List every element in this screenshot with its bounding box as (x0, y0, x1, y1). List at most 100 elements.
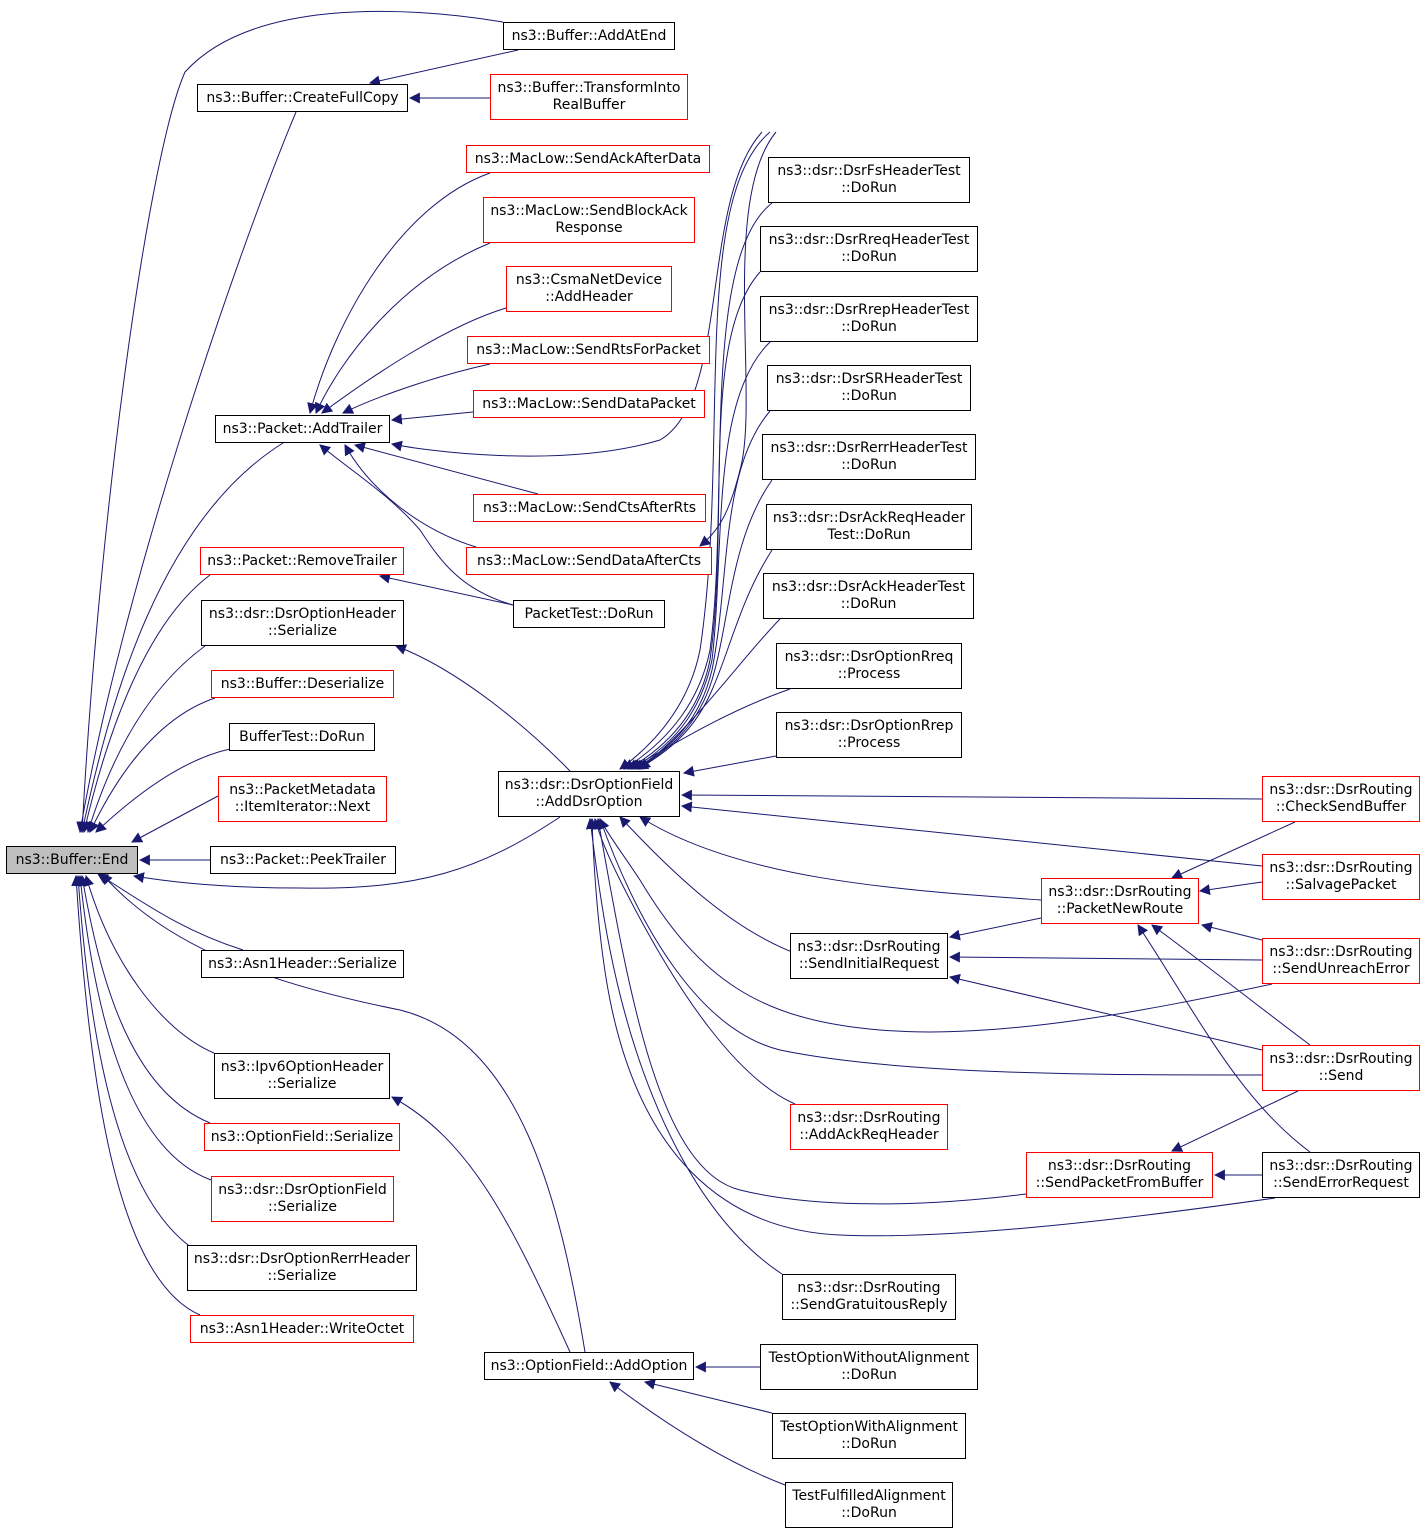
node-buffer-createfullcopy[interactable]: ns3::Buffer::CreateFullCopy (197, 84, 408, 112)
edge-dsrsrheadertest-to-dsroptionfield-adddsroption (633, 410, 771, 770)
node-testfulfilledalignment[interactable]: TestFulfilledAlignment::DoRun (785, 1482, 953, 1528)
node-label-line: ns3::dsr::DsrOptionHeader (208, 606, 397, 622)
edge-dsrrouting-checksendbuffer-to-dsrrouting-packetnewroute (1170, 821, 1296, 879)
node-maclow-sendrts[interactable]: ns3::MacLow::SendRtsForPacket (467, 336, 710, 364)
node-label-line: ns3::dsr::DsrRouting (797, 1110, 941, 1126)
node-optionfield-serialize[interactable]: ns3::OptionField::Serialize (204, 1123, 400, 1151)
edge-dsrrouting-send-to-dsrrouting-sendpacketfrombuffer (1171, 1090, 1299, 1152)
node-buffer-deserialize[interactable]: ns3::Buffer::Deserialize (211, 670, 394, 698)
edge-buffertest-dorun-to-buffer-end (95, 748, 231, 833)
node-label-line: ::DoRun (841, 249, 897, 265)
node-dsrrouting-sendgratuitousreply[interactable]: ns3::dsr::DsrRouting::SendGratuitousRepl… (782, 1274, 956, 1320)
edge-buffer-createfullcopy-to-buffer-end (76, 111, 297, 834)
node-dsrrouting-sendinitialrequest[interactable]: ns3::dsr::DsrRouting::SendInitialRequest (790, 933, 948, 979)
edge-dsroptionrreq-process-to-dsroptionfield-adddsroption (629, 688, 791, 770)
edge-dsrrouting-senderrorrequest-to-dsrrouting-packetnewroute (1137, 924, 1311, 1153)
node-dsroptionfield-adddsroption[interactable]: ns3::dsr::DsrOptionField::AddDsrOption (498, 771, 680, 817)
node-optionfield-addoption[interactable]: ns3::OptionField::AddOption (484, 1352, 694, 1380)
node-dsrrouting-sendpacketfrombuffer[interactable]: ns3::dsr::DsrRouting::SendPacketFromBuff… (1026, 1152, 1213, 1198)
node-label-line: ns3::dsr::DsrOptionField (218, 1182, 387, 1198)
edge-dsrrouting-sendgratuitousreply-to-dsroptionfield-adddsroption (585, 817, 783, 1275)
node-dsroptionrreq-process[interactable]: ns3::dsr::DsrOptionRreq::Process (776, 643, 962, 689)
node-packetmetadata-next[interactable]: ns3::PacketMetadata::ItemIterator::Next (218, 776, 387, 822)
node-label-line: ::DoRun (841, 319, 897, 335)
edge-packet-addtrailer-to-buffer-end (78, 442, 284, 834)
node-label-line: TestOptionWithAlignment (780, 1419, 958, 1435)
node-packet-peektrailer[interactable]: ns3::Packet::PeekTrailer (210, 846, 396, 874)
edge-optionfield-serialize-to-buffer-end (78, 874, 211, 1124)
edge-dsroptionrerrheader-serialize-to-buffer-end (73, 874, 196, 1251)
edge-dsroptionfield-adddsroption-to-dsroptionheader-serialize (394, 644, 571, 772)
node-buffertest-dorun[interactable]: BufferTest::DoRun (229, 723, 375, 751)
node-label-line: ns3::MacLow::SendAckAfterData (474, 150, 702, 167)
node-maclow-sendctsafterrts[interactable]: ns3::MacLow::SendCtsAfterRts (473, 494, 706, 522)
node-testoptionwithalignment[interactable]: TestOptionWithAlignment::DoRun (772, 1413, 966, 1459)
node-packettest-dorun[interactable]: PacketTest::DoRun (513, 600, 665, 628)
node-dsrrouting-checksendbuffer[interactable]: ns3::dsr::DsrRouting::CheckSendBuffer (1262, 776, 1420, 822)
node-testoptionwithoutalignment[interactable]: TestOptionWithoutAlignment::DoRun (760, 1344, 978, 1390)
node-dsrrrepheadertest[interactable]: ns3::dsr::DsrRrepHeaderTest::DoRun (760, 296, 978, 342)
node-dsroptionrerrheader-serialize[interactable]: ns3::dsr::DsrOptionRerrHeader::Serialize (187, 1245, 417, 1291)
node-dsrackheadertest[interactable]: ns3::dsr::DsrAckHeaderTest::DoRun (763, 573, 974, 619)
node-label-line: ns3::dsr::DsrAckHeaderTest (771, 579, 966, 595)
edge-dsrrouting-sendinitialrequest-to-dsroptionfield-adddsroption (619, 816, 801, 956)
edge-dsroptionheader-serialize-to-buffer-end (85, 645, 206, 834)
edge-ipv6optionheader-serialize-to-buffer-end (83, 874, 215, 1054)
node-label-line: ::AddDsrOption (535, 794, 643, 810)
node-asn1header-serialize[interactable]: ns3::Asn1Header::Serialize (201, 950, 404, 978)
node-packet-removetrailer[interactable]: ns3::Packet::RemoveTrailer (200, 547, 404, 575)
node-dsrrouting-packetnewroute[interactable]: ns3::dsr::DsrRouting::PacketNewRoute (1041, 878, 1199, 924)
node-csma-addheader[interactable]: ns3::CsmaNetDevice::AddHeader (506, 266, 672, 312)
node-dsroptionfield-serialize[interactable]: ns3::dsr::DsrOptionField::Serialize (211, 1176, 394, 1222)
node-asn1header-writeoctet[interactable]: ns3::Asn1Header::WriteOctet (190, 1315, 414, 1343)
node-dsrrreqheadertest[interactable]: ns3::dsr::DsrRreqHeaderTest::DoRun (760, 226, 978, 272)
node-label-line: ns3::dsr::DsrRouting (1269, 1158, 1413, 1174)
edge-dsrrouting-sendunreacherror-to-dsrrouting-sendinitialrequest (948, 951, 1263, 963)
node-label-line: ::Serialize (268, 1199, 337, 1215)
edge-dsrrrepheadertest-to-dsroptionfield-adddsroption (631, 341, 771, 770)
node-label-line: ::SendPacketFromBuffer (1035, 1175, 1204, 1191)
edge-dsrrouting-packetnewroute-to-dsrrouting-sendinitialrequest (948, 917, 1042, 941)
node-packet-addtrailer[interactable]: ns3::Packet::AddTrailer (215, 415, 390, 443)
node-label-line: ns3::dsr::DsrRouting (1047, 1158, 1192, 1174)
node-label-line: PacketTest::DoRun (524, 605, 654, 622)
node-label-line: ns3::Buffer::TransformInto (497, 80, 681, 96)
node-label-line: ::DoRun (841, 388, 897, 404)
node-dsroptionrrep-process[interactable]: ns3::dsr::DsrOptionRrep::Process (776, 712, 962, 758)
node-maclow-senddataaftercts[interactable]: ns3::MacLow::SendDataAfterCts (466, 547, 712, 575)
node-label-line: ::DoRun (840, 596, 897, 612)
node-dsrfsheadertest[interactable]: ns3::dsr::DsrFsHeaderTest::DoRun (768, 157, 970, 203)
node-buffer-addatend[interactable]: ns3::Buffer::AddAtEnd (503, 22, 675, 50)
node-dsrrouting-addackreqheader[interactable]: ns3::dsr::DsrRouting::AddAckReqHeader (790, 1104, 948, 1150)
edge-optionfield-addoption-to-buffer-end (101, 873, 586, 1353)
node-maclow-senddatapacket[interactable]: ns3::MacLow::SendDataPacket (473, 390, 705, 418)
node-label-line: ns3::CsmaNetDevice (515, 272, 663, 288)
node-dsrrouting-senderrorrequest[interactable]: ns3::dsr::DsrRouting::SendErrorRequest (1262, 1152, 1420, 1198)
node-dsrsrheadertest[interactable]: ns3::dsr::DsrSRHeaderTest::DoRun (767, 365, 971, 411)
edge-optionfield-addoption-to-ipv6optionheader-serialize (391, 1096, 571, 1353)
node-dsroptionheader-serialize[interactable]: ns3::dsr::DsrOptionHeader::Serialize (201, 600, 404, 646)
edge-packetmetadata-next-to-buffer-end (131, 795, 219, 843)
node-label-line: ns3::dsr::DsrRerrHeaderTest (770, 440, 968, 456)
node-label-line: ns3::dsr::DsrRouting (1048, 884, 1192, 900)
node-dsrrouting-send[interactable]: ns3::dsr::DsrRouting::Send (1262, 1045, 1420, 1091)
node-label-line: ::Process (837, 666, 901, 682)
edge-dsrrouting-salvagepacket-to-dsroptionfield-adddsroption (680, 801, 1263, 867)
node-label-line: ::Process (837, 735, 901, 751)
edge-dsrrouting-sendpacketfrombuffer-to-dsroptionfield-adddsroption (594, 817, 1027, 1205)
node-label-line: ns3::MacLow::SendDataPacket (482, 395, 696, 412)
node-label-line: TestOptionWithoutAlignment (768, 1350, 970, 1366)
node-dsrrouting-salvagepacket[interactable]: ns3::dsr::DsrRouting::SalvagePacket (1262, 854, 1420, 900)
node-label-line: ns3::dsr::DsrRouting (1269, 782, 1413, 798)
node-dsrrouting-sendunreacherror[interactable]: ns3::dsr::DsrRouting::SendUnreachError (1262, 938, 1420, 984)
node-maclow-sendackafterdata[interactable]: ns3::MacLow::SendAckAfterData (466, 145, 710, 173)
node-ipv6optionheader-serialize[interactable]: ns3::Ipv6OptionHeader::Serialize (214, 1053, 390, 1099)
node-label-line: ns3::dsr::DsrAckReqHeader (772, 510, 966, 526)
node-label-line: ns3::dsr::DsrFsHeaderTest (777, 163, 961, 179)
node-dsrrerrheadertest[interactable]: ns3::dsr::DsrRerrHeaderTest::DoRun (762, 434, 976, 480)
node-label-line: ns3::dsr::DsrOptionRreq (784, 649, 954, 665)
node-label-line: ns3::OptionField::AddOption (490, 1357, 688, 1374)
